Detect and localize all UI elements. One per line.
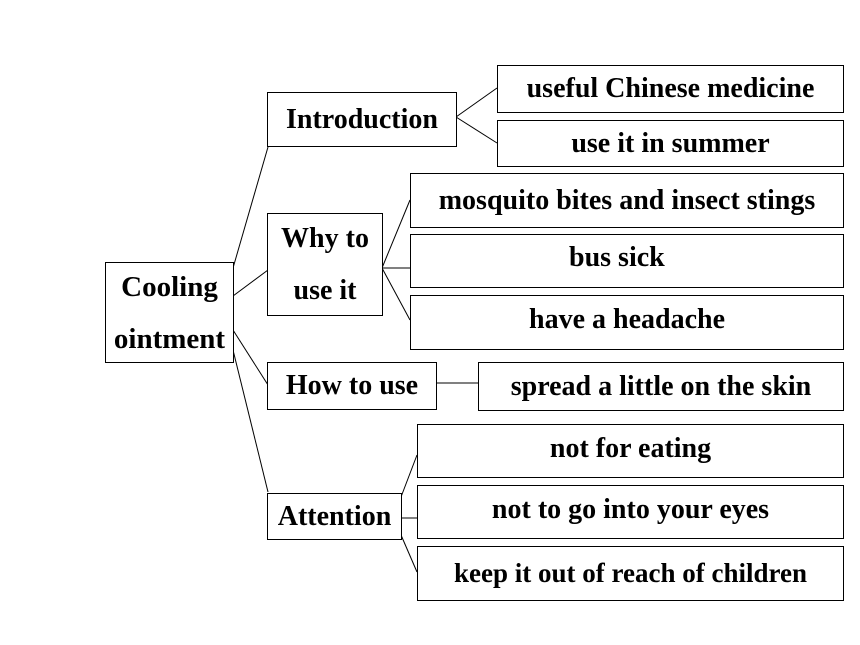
root-node-line2: ointment: [113, 322, 226, 355]
leaf-useful-chinese-medicine: useful Chinese medicine: [497, 65, 844, 113]
branch-how-to-use: How to use: [267, 362, 437, 410]
branch-why-line2: use it: [293, 274, 357, 306]
connector-intro-leaf2: [455, 116, 498, 144]
branch-why-to-use-it: Why to use it: [267, 213, 383, 316]
connector-intro-leaf1: [455, 87, 498, 118]
connector-why-leaf3: [381, 267, 411, 321]
branch-attention: Attention: [267, 493, 402, 540]
connector-attention-leaf3: [400, 534, 418, 573]
leaf-keep-out-of-reach: keep it out of reach of children: [417, 546, 844, 601]
branch-why-line1: Why to: [281, 222, 369, 254]
connector-root-introduction: [232, 146, 269, 269]
leaf-bus-sick: bus sick: [410, 234, 844, 288]
connector-root-how: [232, 329, 269, 386]
connector-why-leaf1: [381, 199, 411, 269]
connector-root-attention: [232, 349, 269, 493]
branch-introduction: Introduction: [267, 92, 457, 147]
leaf-not-into-eyes: not to go into your eyes: [417, 485, 844, 539]
root-node: Cooling ointment: [105, 262, 234, 363]
leaf-not-for-eating: not for eating: [417, 424, 844, 478]
leaf-spread-a-little: spread a little on the skin: [478, 362, 844, 411]
leaf-mosquito-bites: mosquito bites and insect stings: [410, 173, 844, 228]
connector-root-why: [232, 269, 269, 297]
root-node-line1: Cooling: [121, 270, 218, 303]
leaf-use-it-in-summer: use it in summer: [497, 120, 844, 167]
connector-attention-leaf1: [400, 454, 418, 498]
leaf-have-a-headache: have a headache: [410, 295, 844, 350]
